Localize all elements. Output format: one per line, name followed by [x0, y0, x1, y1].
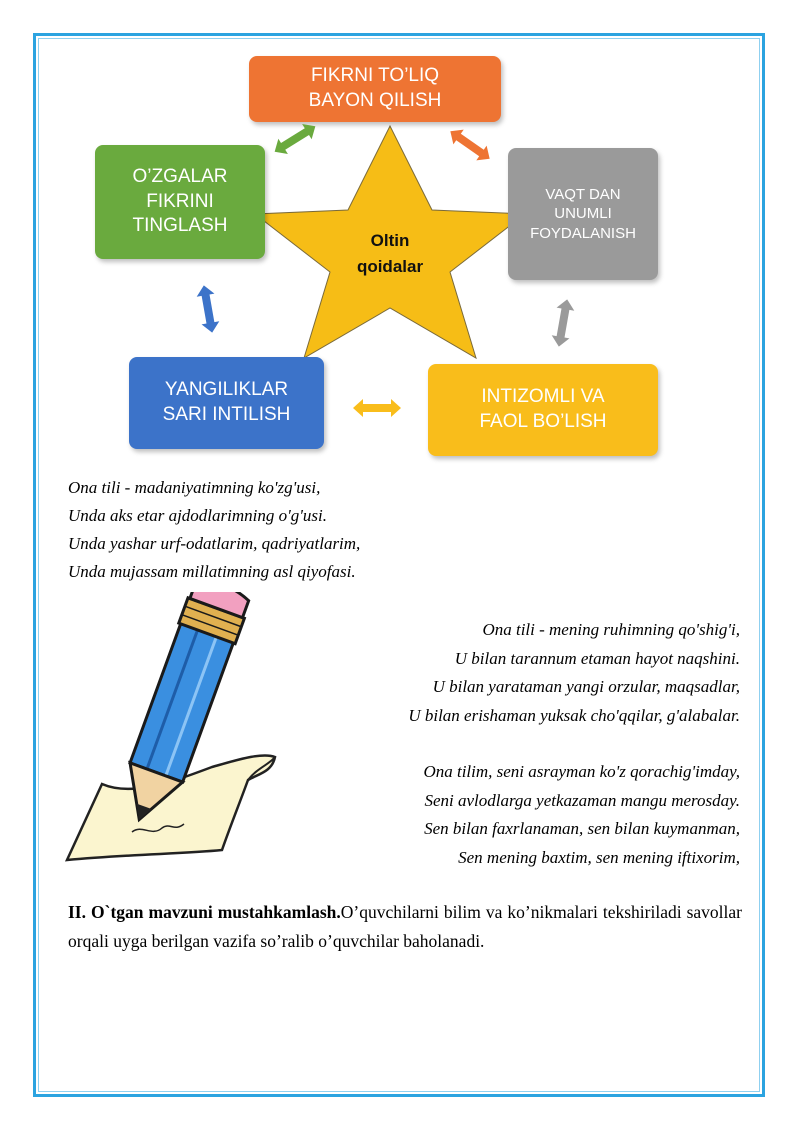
pencil-writing-icon — [64, 592, 277, 862]
golden-rules-star — [253, 124, 527, 360]
box-fikrni-toliq-bayon: FIKRNI TO’LIQ BAYON QILISH — [249, 56, 501, 122]
box-br-line-1: INTIZOMLI VA — [481, 386, 605, 408]
section-heading: II. O`tgan mavzuni mustahkamlash. — [68, 902, 341, 922]
double-arrow-yellow-icon — [353, 399, 401, 417]
box-bl-line-1: YANGILIKLAR — [164, 379, 289, 401]
box-left-line-1: O’ZGALAR — [132, 165, 228, 187]
box-left-line-3: TINGLASH — [132, 215, 228, 237]
poem2-line-1: Ona tili - mening ruhimning qo'shig'i, — [482, 620, 740, 639]
poem-stanza-2: Ona tili - mening ruhimning qo'shig'i, U… — [408, 616, 740, 730]
poem3-line-1: Ona tilim, seni asrayman ko'z qorachig'i… — [423, 762, 740, 781]
page-border-inner — [38, 38, 760, 1092]
star-label-line-1: Oltin — [370, 231, 410, 250]
double-arrow-orange-icon — [450, 129, 490, 161]
double-arrow-blue-icon — [196, 285, 220, 333]
box-right-line-1: VAQT DAN — [545, 185, 621, 203]
box-right-line-3: FOYDALANISH — [530, 224, 636, 242]
section-paragraph: II. O`tgan mavzuni mustahkamlash.O’quvch… — [68, 898, 742, 956]
star-label-line-2: qoidalar — [356, 256, 424, 276]
double-arrow-green-icon — [274, 123, 316, 155]
box-bl-line-2: SARI INTILISH — [162, 404, 291, 425]
poem1-line-3: Unda yashar urf-odatlarim, qadriyatlarim… — [68, 534, 361, 553]
box-top-line-1: FIKRNI TO’LIQ — [310, 65, 440, 87]
poem1-line-1: Ona tili - madaniyatimning ko'zg'usi, — [68, 478, 321, 497]
star-center-label: Oltin qoidalar — [340, 228, 440, 279]
page-border-outer — [33, 33, 765, 1097]
double-arrow-gray-icon — [551, 299, 575, 347]
poem2-line-3: U bilan yarataman yangi orzular, maqsadl… — [432, 677, 740, 696]
box-intizomli-va-faol: INTIZOMLI VA FAOL BO’LISH — [428, 364, 658, 456]
box-vaqtdan-unumli-foydalanish: VAQT DAN UNUMLI FOYDALANISH — [508, 148, 658, 280]
poem3-line-2: Seni avlodlarga yetkazaman mangu merosda… — [424, 790, 740, 810]
section-text: O’quvchilarni bilim va ko’nikmalari teks… — [68, 902, 742, 951]
poem3-line-3: Sen bilan faxrlanaman, sen bilan kuymanm… — [424, 819, 740, 838]
box-right-line-2: UNUMLI — [554, 205, 612, 223]
poem-stanza-1: Ona tili - madaniyatimning ko'zg'usi, Un… — [68, 474, 360, 586]
poem2-line-4: U bilan erishaman yuksak cho'qqilar, g'a… — [408, 705, 740, 725]
box-left-line-2: FIKRINI — [146, 190, 214, 212]
poem2-line-2: U bilan tarannum etaman hayot naqshini. — [454, 648, 740, 668]
box-br-line-2: FAOL BO’LISH — [479, 411, 607, 432]
poem-stanza-3: Ona tilim, seni asrayman ko'z qorachig'i… — [423, 758, 740, 872]
box-top-line-2: BAYON QILISH — [308, 90, 442, 111]
box-yangiliklar-sari-intilish: YANGILIKLAR SARI INTILISH — [129, 357, 324, 449]
box-ozgalar-fikrini-tinglash: O’ZGALAR FIKRINI TINGLASH — [95, 145, 265, 259]
poem1-line-4: Unda mujassam millatimning asl qiyofasi. — [68, 562, 356, 581]
poem3-line-4: Sen mening baxtim, sen mening iftixorim, — [458, 847, 740, 867]
poem1-line-2: Unda aks etar ajdodlarimning o'g'usi. — [68, 506, 327, 525]
